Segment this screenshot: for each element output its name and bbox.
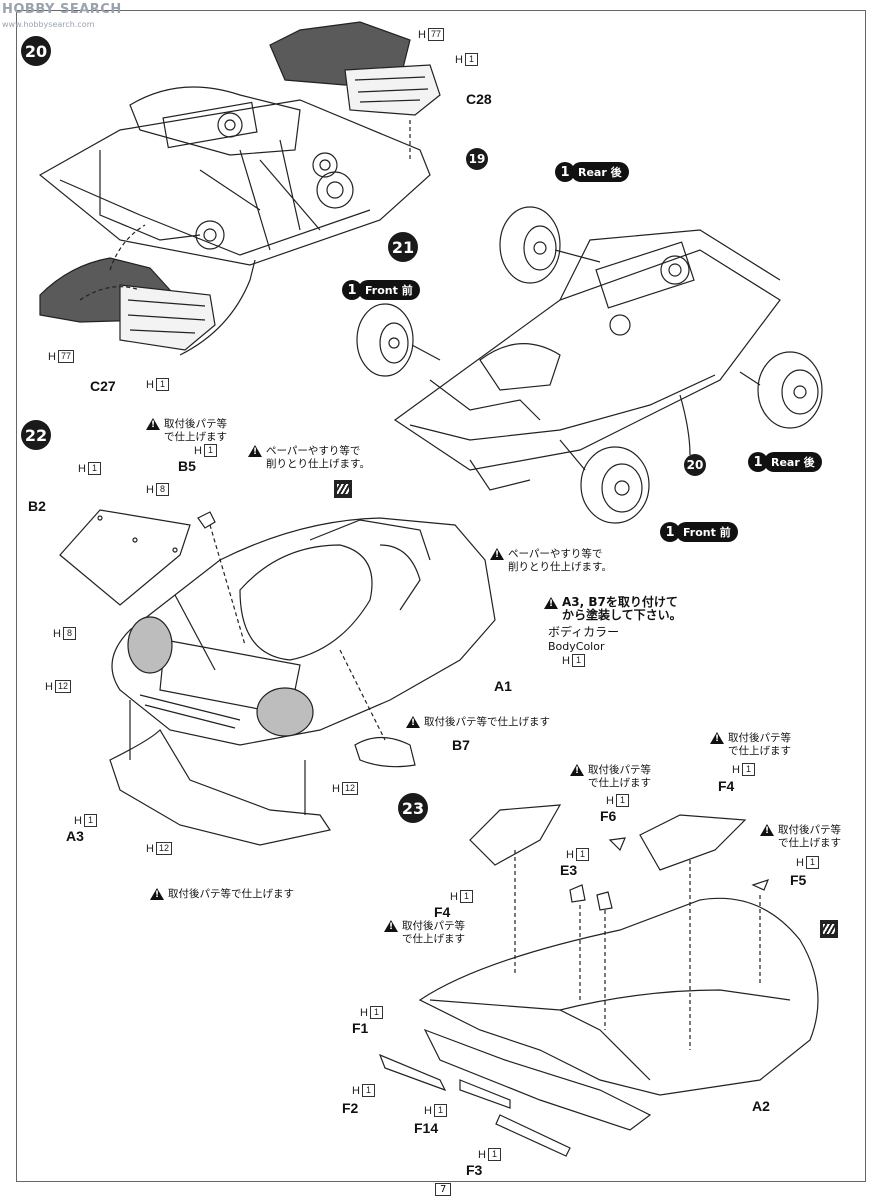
step-number-20: 20	[21, 36, 51, 66]
step22-body-drawing	[59, 509, 496, 846]
step-number-21: 21	[388, 232, 418, 262]
page-border	[16, 10, 866, 1182]
paint-icon-body	[334, 480, 352, 498]
paint-icon-undertray	[820, 920, 838, 938]
part-f3: F3	[466, 1162, 483, 1178]
note-f5-putty: 取付後パテ等で仕上げます	[760, 824, 841, 850]
body-color-jp: ボディカラー	[548, 625, 620, 639]
step23-undertray-drawing	[378, 804, 819, 1157]
watermark-brand: HOBBY SEARCH	[2, 2, 122, 17]
part-a2: A2	[752, 1098, 770, 1114]
step-number-23: 23	[398, 793, 428, 823]
watermark-url: www.hobbysearch.com	[2, 20, 95, 29]
note-f6-putty: 取付後パテ等で仕上げます	[570, 764, 651, 790]
part-a1: A1	[494, 678, 512, 694]
note-f4-left-putty: 取付後パテ等で仕上げます	[384, 920, 465, 946]
step-number-22: 22	[21, 420, 51, 450]
part-f4-left: F4	[434, 904, 451, 920]
part-e3: E3	[560, 862, 578, 878]
body-color-en: BodyColor	[548, 640, 605, 653]
page-number: 7	[435, 1183, 452, 1196]
part-f14: F14	[414, 1120, 439, 1136]
ref-step-19: 19	[466, 148, 488, 170]
step21-chassis-drawing	[356, 206, 823, 524]
part-f5: F5	[790, 872, 807, 888]
part-b7: B7	[452, 737, 470, 753]
part-c27: C27	[90, 378, 116, 394]
note-b7-putty: 取付後パテ等で仕上げます	[406, 716, 550, 730]
part-b5: B5	[178, 458, 196, 474]
part-c28: C28	[466, 91, 492, 107]
part-f6: F6	[600, 808, 617, 824]
note-b5-putty: 取付後パテ等で仕上げます	[146, 418, 227, 444]
note-f4-right-putty: 取付後パテ等で仕上げます	[710, 732, 791, 758]
part-f2: F2	[342, 1100, 359, 1116]
step20-chassis-drawing	[38, 21, 441, 356]
ref-step-20: 20	[684, 454, 706, 476]
part-f4-right: F4	[718, 778, 735, 794]
part-f1: F1	[352, 1020, 369, 1036]
part-a3: A3	[66, 828, 84, 844]
note-a3-putty: 取付後パテ等で仕上げます	[150, 888, 294, 902]
part-b2: B2	[28, 498, 46, 514]
